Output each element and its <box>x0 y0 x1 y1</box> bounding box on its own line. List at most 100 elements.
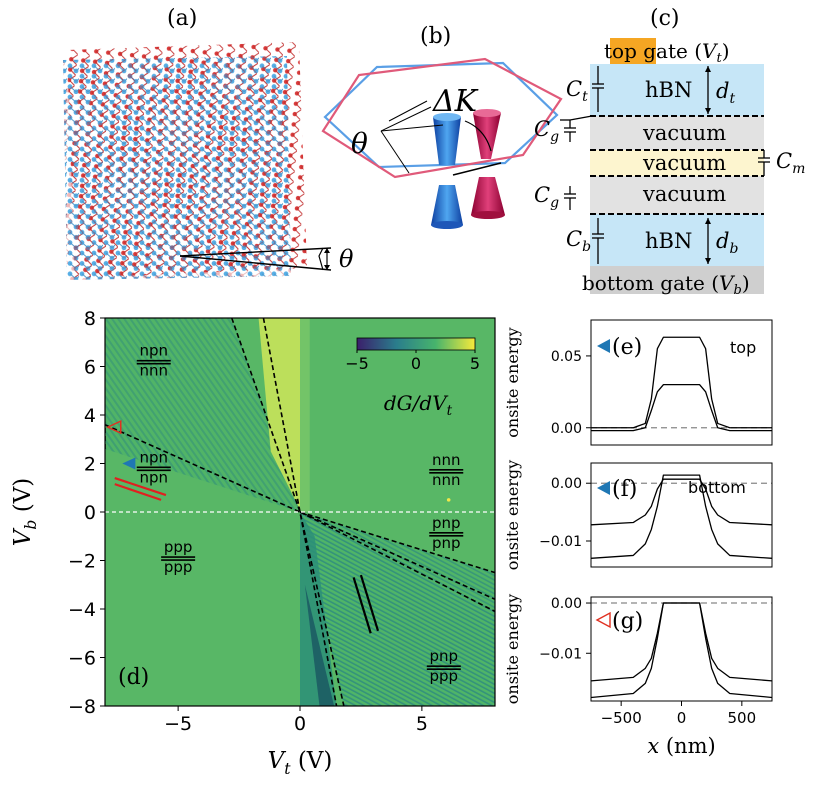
y-tick-label-0: −8 <box>68 696 96 718</box>
colorbar-tick-label-2: 5 <box>470 354 480 373</box>
x-axis-label-g: x (nm) <box>647 734 715 758</box>
boundary-line-4 <box>299 511 495 613</box>
series-e-1 <box>591 384 772 432</box>
x-tick-label-2: 5 <box>416 713 428 735</box>
series-f-1 <box>591 474 772 559</box>
marker-open-triangle-g <box>595 611 611 629</box>
region-pnp-ppp <box>300 512 495 706</box>
cap-cg-lower-label: Cg <box>534 183 559 211</box>
red-segment-1 <box>114 477 167 497</box>
plot-frame-e <box>590 319 773 446</box>
colorbar-tick-label-0: −5 <box>345 354 369 373</box>
black-segment-1 <box>352 577 372 634</box>
x-tick-label-0: −5 <box>164 713 192 735</box>
red-cone-lower <box>471 177 505 215</box>
vacuum-upper-label: vacuum <box>642 121 726 145</box>
x-tick-label-1: 0 <box>294 713 306 735</box>
boundary-line-2 <box>262 318 338 706</box>
dark-streak <box>304 584 335 706</box>
plot-area-g <box>591 602 772 699</box>
region-label-bottom-3: ppp <box>164 558 193 576</box>
top-gate-label: top gate (Vt) <box>604 39 730 66</box>
vacuum-lower-label: vacuum <box>642 182 726 206</box>
region-label-top-3: ppp <box>164 538 193 556</box>
y-tick-label-2: −4 <box>68 599 96 621</box>
panel-a-theta: θ <box>339 245 354 273</box>
region-label-top-2: nnn <box>432 451 461 469</box>
vacuum-middle-label: vacuum <box>642 151 726 175</box>
yellow-dot <box>446 498 451 502</box>
thickness-dt-label: dt <box>716 79 735 107</box>
region-label-top-5: pnp <box>430 647 459 665</box>
boundary-line-3 <box>299 511 495 574</box>
panel-f-tag: bottom <box>688 478 746 497</box>
panel-f-label: (f) <box>612 477 637 502</box>
black-segment-2 <box>359 574 380 632</box>
region-label-top-1: npn <box>139 448 168 466</box>
y-axis-label-g: onsite energy <box>503 594 522 704</box>
y-tick-label-g-1: 0.00 <box>551 596 582 612</box>
plot-area-e <box>591 336 772 432</box>
cap-ct-label: Ct <box>566 77 588 105</box>
x-tick-label-g-2: 500 <box>728 709 757 727</box>
panel-b-delta-k: ΔK <box>432 84 479 119</box>
series-f-0 <box>591 478 772 526</box>
x-tick-label-g-1: 0 <box>677 709 687 727</box>
colorbar <box>356 337 476 351</box>
yellow-streak <box>258 318 300 510</box>
bottom-gate-label: bottom gate (Vb) <box>582 271 750 298</box>
y-tick-label-e-0: 0.00 <box>551 421 582 437</box>
panel-g-label: (g) <box>612 609 643 634</box>
region-label-bottom-1: npn <box>139 468 168 486</box>
device-stack-diagram: top gate (Vt) hBN vacuum vacuum vacuum h… <box>534 38 805 298</box>
region-label-bottom-0: nnn <box>139 362 168 380</box>
y-axis-label-e: onsite energy <box>503 327 522 437</box>
region-label-bottom-4: pnp <box>432 534 461 552</box>
marker-filled-triangle-f <box>597 481 610 495</box>
series-g-1 <box>591 602 772 699</box>
y-tick-label-f-0: −0.01 <box>539 534 582 550</box>
panel-c-label: (c) <box>650 6 680 31</box>
region-label-bottom-2: nnn <box>432 471 461 489</box>
boundary-line-1 <box>230 318 345 706</box>
panel-e-tag: top <box>730 338 756 357</box>
hbn-bottom-label: hBN <box>645 229 692 253</box>
x-axis-label: Vt (V) <box>268 748 333 778</box>
y-tick-label-5: 2 <box>84 454 96 476</box>
y-tick-label-g-0: −0.01 <box>539 646 582 662</box>
panel-a-label: (a) <box>167 6 198 31</box>
panel-e-label: (e) <box>612 335 642 360</box>
region-npn-nnn <box>105 318 300 512</box>
series-e-0 <box>591 336 772 429</box>
panel-b-theta: θ <box>351 127 368 160</box>
region-label-top-4: pnp <box>432 514 461 532</box>
y-tick-label-3: −2 <box>68 551 96 573</box>
cap-cg-upper-label: Cg <box>534 117 559 145</box>
hbn-top-label: hBN <box>645 78 692 102</box>
marker-filled-triangle-e <box>597 339 610 353</box>
thickness-db-label: db <box>716 229 738 257</box>
y-tick-label-4: 0 <box>84 502 96 524</box>
y-tick-label-6: 4 <box>84 405 96 427</box>
blue-cone-upper <box>433 117 461 165</box>
x-tick-label-g-0: −500 <box>601 709 642 727</box>
region-label-bottom-5: ppp <box>430 667 459 685</box>
panel-d-label: (d) <box>118 665 149 690</box>
y-axis-label-f: onsite energy <box>503 460 522 570</box>
light-band <box>300 318 310 512</box>
plot-area-f <box>591 474 772 559</box>
blue-cone-lower <box>431 185 463 225</box>
twisted-lattice-image: θ <box>63 42 354 280</box>
y-tick-label-1: −6 <box>68 648 96 670</box>
red-hexagon <box>321 57 563 179</box>
y-tick-label-8: 8 <box>84 308 96 330</box>
red-segment-2 <box>114 483 162 501</box>
plot-frame-f <box>590 462 773 568</box>
marker-filled-triangle <box>122 457 136 470</box>
cap-cb-label: Cb <box>566 227 591 255</box>
colorbar-label: dG/dVt <box>384 391 453 419</box>
bz-hexagons-diagram: ΔK θ <box>321 57 563 229</box>
marker-open-triangle <box>105 419 122 435</box>
heatmap-area <box>105 318 495 706</box>
